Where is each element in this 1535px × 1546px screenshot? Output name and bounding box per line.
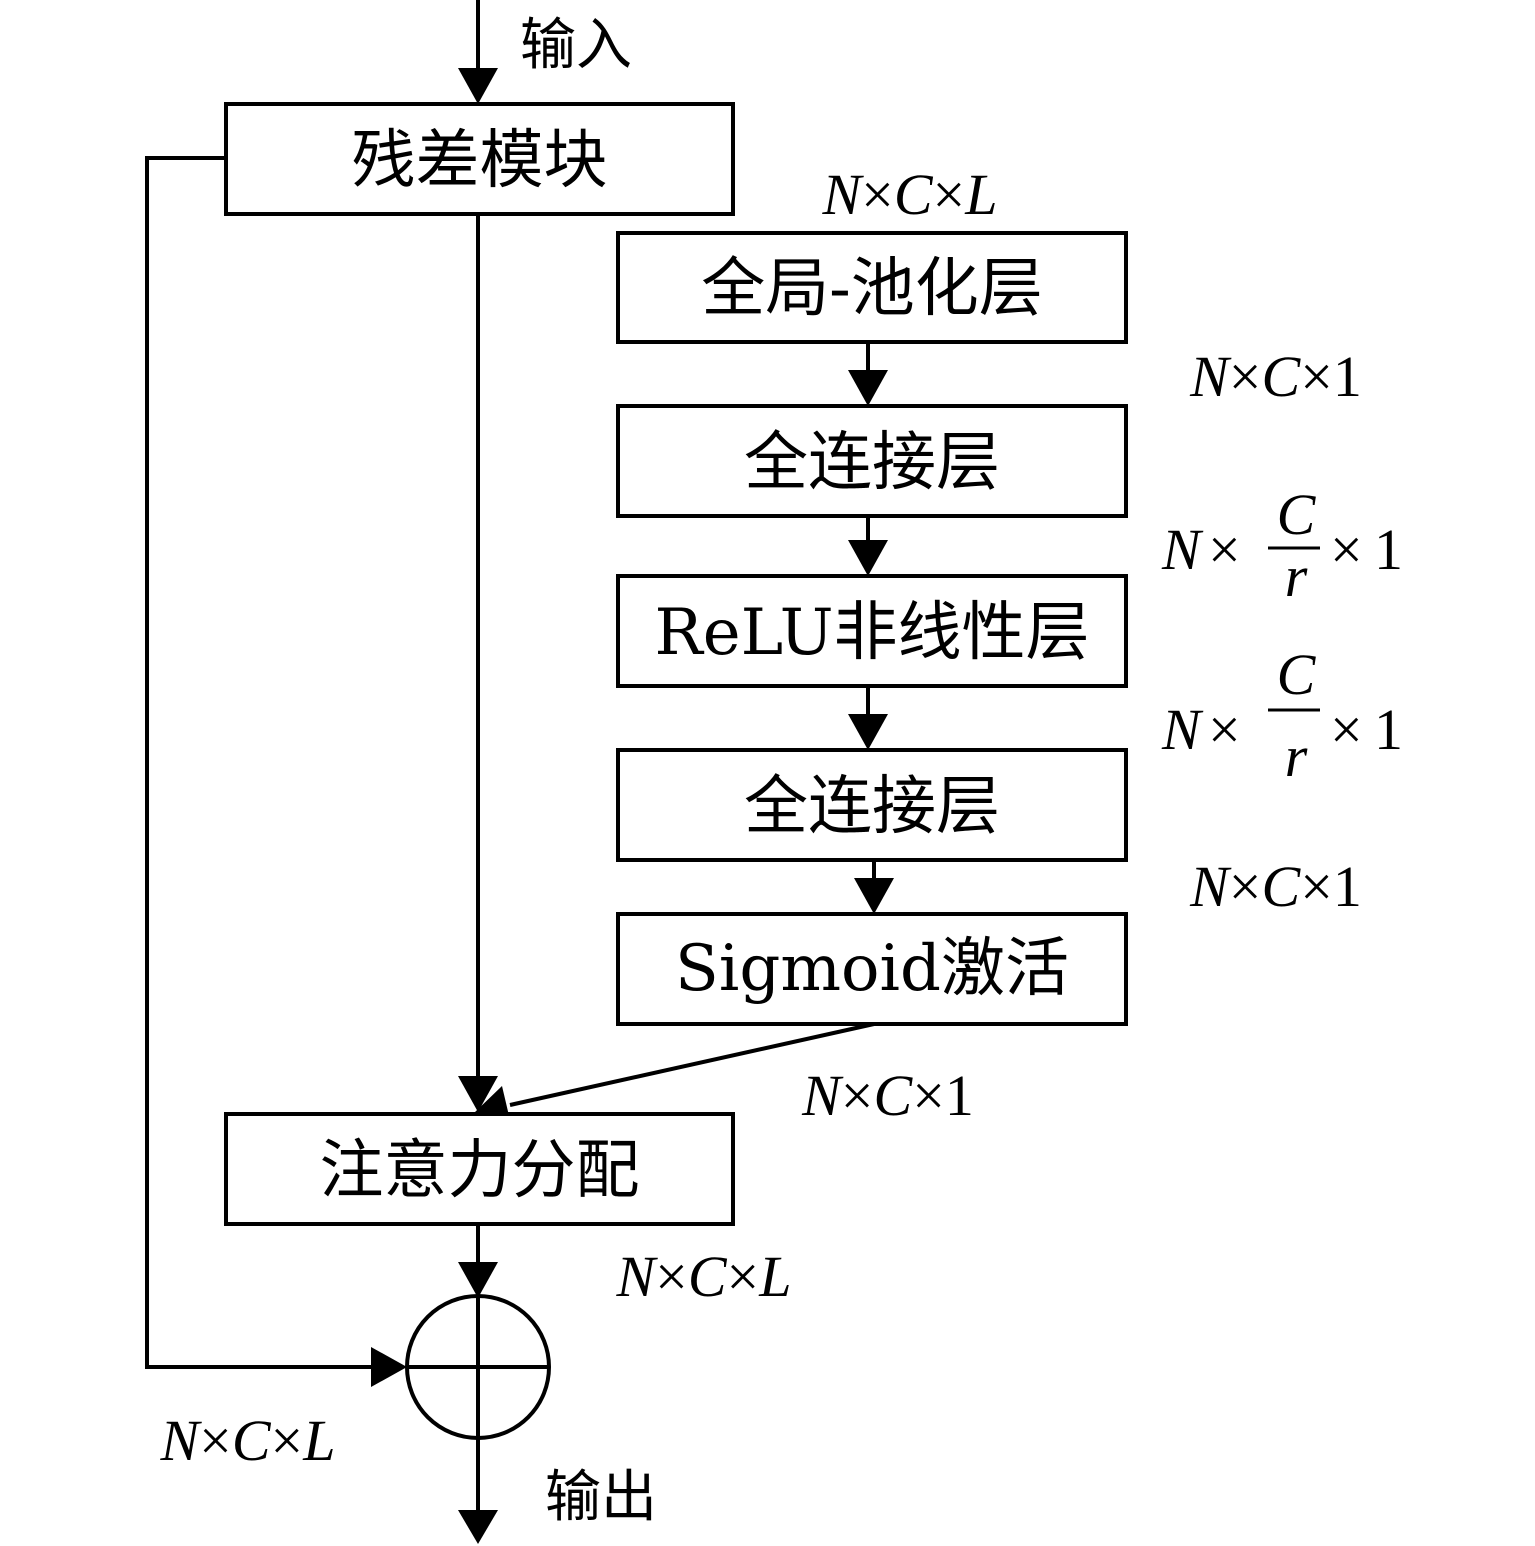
svg-text:×: × — [1208, 517, 1241, 582]
input-label: 输入 — [520, 13, 632, 78]
residual-module-label: 残差模块 — [352, 124, 608, 198]
output-arrow-head — [458, 1510, 498, 1544]
svg-text:1: 1 — [1374, 517, 1403, 582]
dim-label-fc2-output: N×C×1 — [1189, 854, 1362, 919]
arrow-fc2-sigmoid-head — [854, 878, 894, 914]
fc1-label: 全连接层 — [744, 426, 1000, 500]
svg-text:N: N — [1161, 697, 1204, 762]
skip-connection-line — [145, 156, 375, 1369]
relu-box — [616, 574, 1128, 688]
sigmoid-label: Sigmoid激活 — [675, 932, 1069, 1006]
arrow-relu-fc2-head — [848, 714, 888, 750]
arrow-sigmoid-attention-head — [474, 1086, 510, 1120]
main-path-arrow-head — [458, 1076, 498, 1112]
svg-text:N: N — [1161, 517, 1204, 582]
dim-label-gap-output: N×C×1 — [1189, 344, 1362, 409]
dim-label-gap-input: N×C×L — [821, 162, 997, 227]
attention-label: 注意力分配 — [320, 1134, 640, 1208]
fc1-box — [616, 404, 1128, 518]
dim-label-relu-output: N × C r × 1 — [1161, 642, 1403, 789]
dim-label-fc1-output: N × C r × 1 — [1161, 482, 1403, 609]
arrow-gap-fc1-head — [848, 370, 888, 406]
dim-label-sigmoid-output: N×C×1 — [801, 1063, 974, 1128]
arrow-sigmoid-attention-line — [509, 1022, 875, 1107]
relu-label: ReLU非线性层 — [655, 596, 1090, 670]
input-arrow-head — [458, 68, 498, 104]
attention-box — [224, 1112, 735, 1226]
arrow-attention-sum-head — [458, 1262, 498, 1298]
svg-text:1: 1 — [1374, 697, 1403, 762]
svg-text:r: r — [1285, 724, 1308, 789]
svg-text:×: × — [1208, 697, 1241, 762]
global-pooling-box — [616, 231, 1128, 344]
svg-text:r: r — [1285, 544, 1308, 609]
sigmoid-box — [616, 912, 1128, 1026]
skip-connection-arrow-head — [371, 1347, 407, 1387]
dim-label-attention-output: N×C×L — [615, 1244, 791, 1309]
svg-text:×: × — [1330, 697, 1363, 762]
global-pooling-label: 全局-池化层 — [701, 252, 1043, 326]
elementwise-sum-node — [405, 1294, 551, 1440]
svg-text:C: C — [1277, 642, 1317, 707]
dim-label-skip: N×C×L — [159, 1408, 335, 1473]
arrow-fc1-relu-head — [848, 540, 888, 576]
fc2-label: 全连接层 — [744, 770, 1000, 844]
svg-text:×: × — [1330, 517, 1363, 582]
svg-text:C: C — [1277, 482, 1317, 547]
output-label: 输出 — [545, 1465, 657, 1530]
